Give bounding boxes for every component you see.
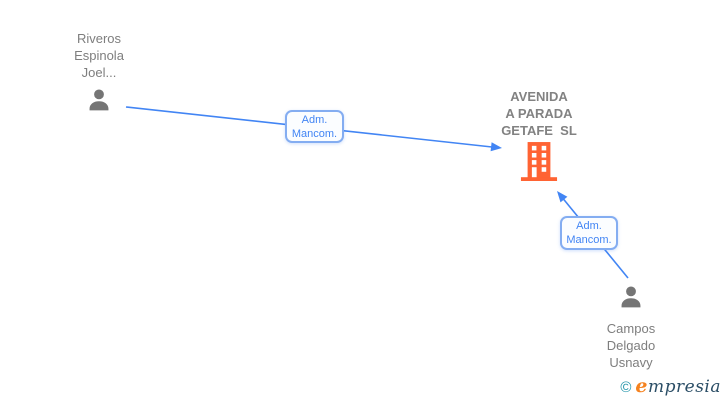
edge-label-line: Adm. xyxy=(301,113,328,126)
node-label-line: GETAFE SL xyxy=(501,123,577,138)
building-icon xyxy=(520,142,558,181)
arrowhead-icon xyxy=(490,142,502,152)
node-label-line: AVENIDA xyxy=(510,89,568,104)
node-label-line: A PARADA xyxy=(505,106,573,121)
person-icon xyxy=(89,89,109,111)
node-label-line: Joel... xyxy=(81,65,117,80)
brand-wordmark: empresia xyxy=(635,375,721,397)
node-label: Campos Delgado Usnavy xyxy=(607,320,655,371)
brand-rest: mpresia xyxy=(648,377,721,397)
brand-initial: e xyxy=(635,375,648,397)
node-company-avenida[interactable]: AVENIDA A PARADA GETAFE SL xyxy=(479,88,599,182)
edge-label-line: Adm. xyxy=(576,220,602,232)
node-label: Riveros Espinola Joel... xyxy=(74,30,124,81)
arrowhead-icon xyxy=(557,191,568,203)
person-icon xyxy=(621,286,641,308)
node-label-line: Campos xyxy=(606,321,656,336)
edge-label-adm-mancom-2: Adm. Mancom. xyxy=(560,216,618,250)
node-label: AVENIDA A PARADA GETAFE SL xyxy=(501,88,577,139)
node-person-riveros[interactable]: Riveros Espinola Joel... xyxy=(44,30,154,115)
node-label-line: Delgado xyxy=(606,338,656,353)
edge-label-line: Mancom. xyxy=(566,234,612,246)
node-label-line: Espinola xyxy=(74,48,124,63)
node-person-campos[interactable]: Campos Delgado Usnavy xyxy=(576,284,686,371)
node-label-line: Usnavy xyxy=(609,355,653,370)
node-label-line: Riveros xyxy=(76,31,122,46)
empresia-logo: © empresia xyxy=(620,375,721,397)
copyright-icon: © xyxy=(620,379,632,396)
edge-label-adm-mancom-1: Adm. Mancom. xyxy=(285,110,344,143)
edge-label-line: Mancom. xyxy=(291,127,338,140)
